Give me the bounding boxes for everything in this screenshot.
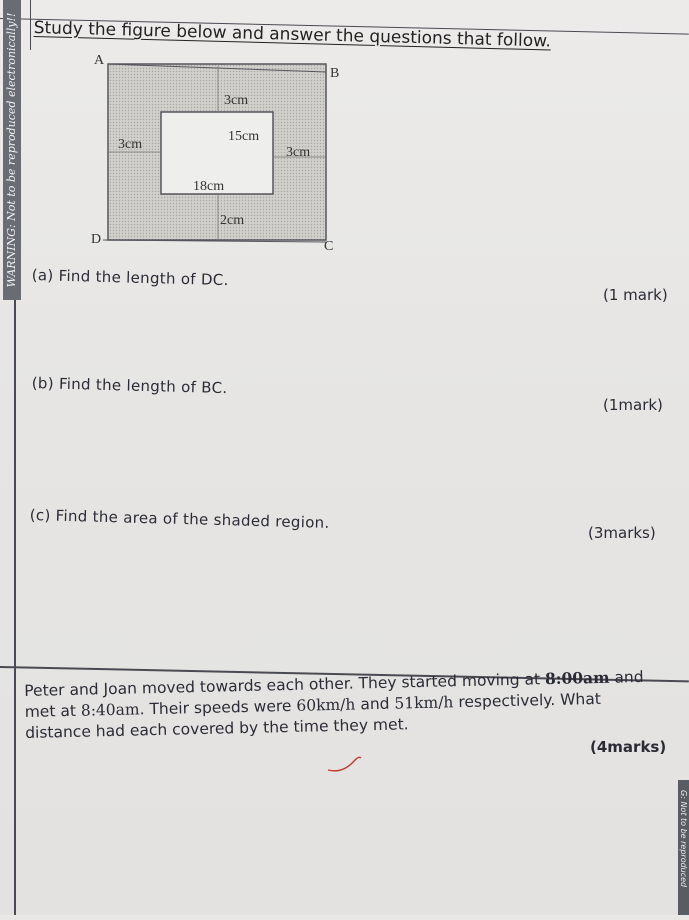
pen-mark bbox=[327, 756, 362, 772]
right-edge-text: G: Not to be reproduced bbox=[679, 790, 688, 888]
speed-peter: 60km/h bbox=[296, 695, 356, 715]
question-2-text: Peter and Joan moved towards each other.… bbox=[24, 665, 685, 744]
part-c-marks: (3marks) bbox=[588, 524, 656, 542]
warning-banner: WARNING: Not to be reproduced electronic… bbox=[3, 0, 21, 300]
label-top-gap: 3cm bbox=[224, 93, 248, 108]
speed-joan: 51km/h bbox=[394, 693, 454, 713]
rectangle-figure: A B D C 3cm 3cm 15cm 3cm 18cm 2cm bbox=[91, 53, 339, 254]
right-edge-strip bbox=[678, 780, 689, 915]
part-a-marks: (1 mark) bbox=[603, 286, 668, 304]
part-a-text: (a) Find the length of DC. bbox=[31, 266, 229, 290]
label-left-gap: 3cm bbox=[118, 137, 142, 152]
number-column-line bbox=[30, 0, 31, 50]
inner-rectangle bbox=[160, 111, 274, 195]
bottom-edge-line bbox=[102, 239, 327, 243]
vertex-c: C bbox=[324, 239, 333, 254]
q2-marks: (4marks) bbox=[590, 738, 667, 756]
vertex-a: A bbox=[94, 53, 105, 68]
start-time: 8:00am bbox=[544, 667, 610, 689]
vertex-d: D bbox=[91, 232, 101, 247]
label-inner-height: 15cm bbox=[228, 129, 259, 144]
vertex-b: B bbox=[330, 66, 339, 81]
question-title: Study the figure below and answer the qu… bbox=[33, 18, 552, 52]
meet-time: 8:40am bbox=[80, 700, 140, 720]
part-b-marks: (1mark) bbox=[603, 396, 663, 414]
label-inner-width: 18cm bbox=[193, 179, 224, 194]
part-b-text: (b) Find the length of BC. bbox=[31, 374, 228, 398]
left-margin-line bbox=[14, 0, 16, 915]
diagonal-line bbox=[107, 63, 327, 73]
label-right-gap: 3cm bbox=[286, 145, 310, 160]
label-bottom-gap: 2cm bbox=[220, 213, 244, 228]
part-c-text: (c) Find the area of the shaded region. bbox=[29, 506, 330, 532]
